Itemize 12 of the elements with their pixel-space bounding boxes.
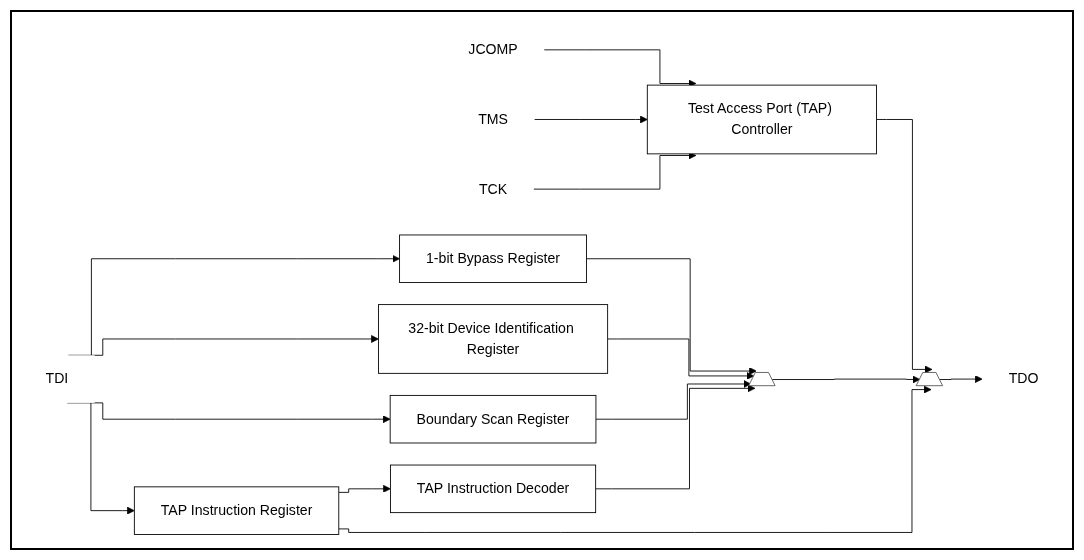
node-text: TCK bbox=[478, 180, 508, 196]
node-box: 1-bit Bypass Register bbox=[399, 234, 587, 283]
node-box: Test Access Port (TAP) Controller bbox=[646, 84, 877, 155]
node-box: 32-bit Device Identification Register bbox=[378, 303, 609, 374]
node-text: JCOMP bbox=[468, 41, 518, 57]
node-text: TDO bbox=[1008, 370, 1039, 386]
node-trapezoid bbox=[748, 371, 776, 386]
node-text: TMS bbox=[478, 111, 508, 127]
node-box: TAP Instruction Decoder bbox=[390, 464, 597, 513]
node-box: TAP Instruction Register bbox=[133, 486, 340, 535]
node-box: Boundary Scan Register bbox=[389, 394, 597, 444]
node-trapezoid bbox=[915, 371, 944, 386]
